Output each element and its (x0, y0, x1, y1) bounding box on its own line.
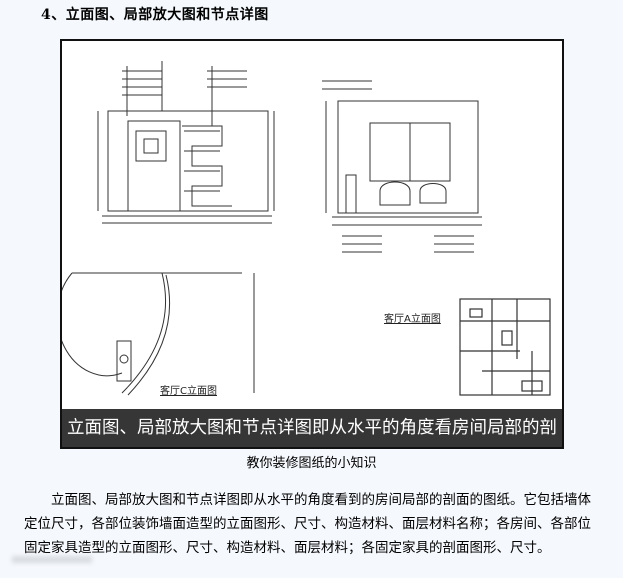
figure-caption: 教你装修图纸的小知识 (246, 456, 377, 471)
elevation-c-drawing (97, 61, 275, 224)
elevation-a-drawing (322, 80, 482, 253)
section-heading: 4、立面图、局部放大图和节点详图 (41, 7, 269, 23)
floor-plan-drawing (459, 298, 551, 396)
elevation-a-label: 客厅A立面图 (384, 314, 441, 325)
plan-c-drawing (62, 272, 255, 396)
architectural-drawing (62, 61, 551, 396)
elevation-c-label: 客厅C立面图 (160, 386, 217, 397)
figure-banner: 立面图、局部放大图和节点详图即从水平的角度看房间局部的剖面 (62, 409, 562, 447)
body-paragraph: 立面图、局部放大图和节点详图即从水平的角度看到的房间局部的剖面的图纸。它包括墙体… (24, 492, 591, 556)
elevation-drawing-figure: 客厅C立面图 客厅A立面图 立面图、局部放大图和节点详图即从水平的角度看房间局部… (60, 39, 564, 449)
watermark (12, 556, 92, 563)
